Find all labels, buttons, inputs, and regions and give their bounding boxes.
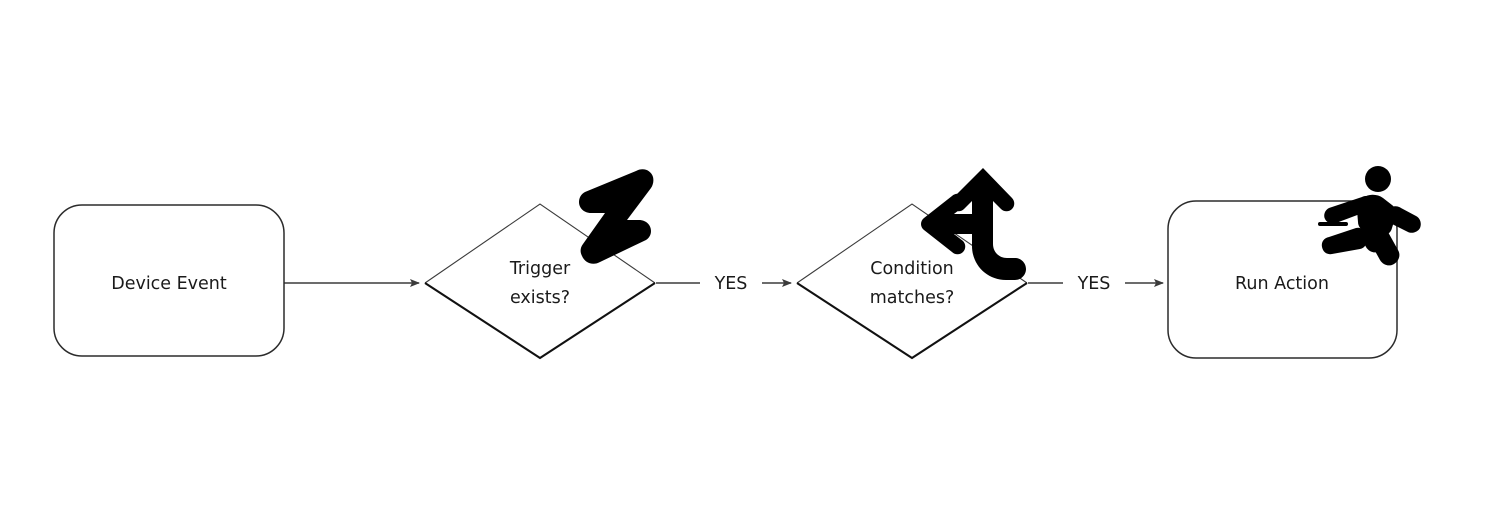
edge-condition-to-run-action: YES: [1028, 274, 1164, 294]
trigger-label-line1: Trigger: [509, 259, 571, 279]
run-action-label: Run Action: [1235, 274, 1329, 294]
edge-trigger-to-condition: YES: [656, 274, 792, 294]
node-condition-matches[interactable]: Condition matches?: [796, 203, 1028, 360]
trigger-diamond-lower-edges: [424, 282, 656, 360]
lightning-bolt-icon: [579, 169, 654, 264]
node-device-event[interactable]: Device Event: [53, 204, 285, 357]
device-event-shape[interactable]: [53, 204, 285, 357]
device-event-label: Device Event: [111, 274, 227, 294]
branch-fork-icon: [921, 168, 1026, 280]
edge-label-yes-2: YES: [1077, 274, 1111, 294]
running-person-icon: [1318, 166, 1421, 266]
condition-label-line1: Condition: [870, 259, 954, 279]
trigger-label-line2: exists?: [510, 288, 570, 308]
condition-diamond-lower-edges: [796, 282, 1028, 360]
edge-label-yes-1: YES: [714, 274, 748, 294]
node-trigger-exists[interactable]: Trigger exists?: [424, 203, 656, 360]
condition-label-line2: matches?: [870, 288, 955, 308]
trigger-diamond-upper-edges: [424, 203, 656, 284]
